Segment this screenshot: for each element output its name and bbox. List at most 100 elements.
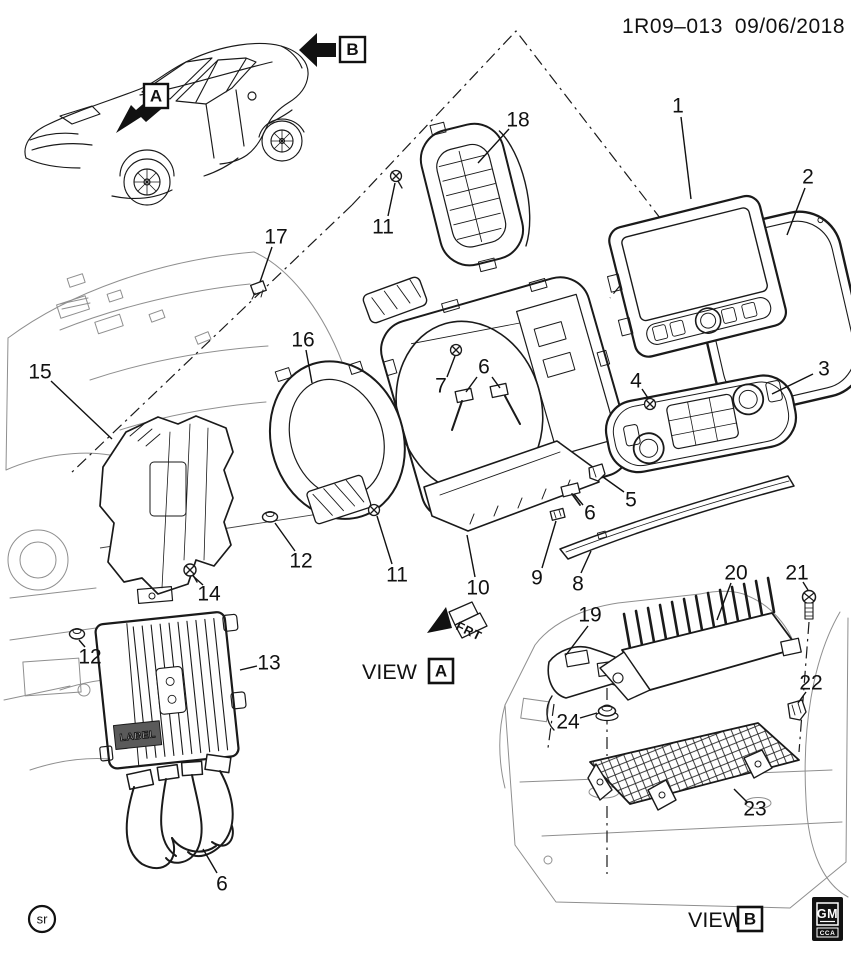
leader-line-6 [202,848,218,874]
gm-logo-subtext: CCA [820,930,836,937]
view-b-box [736,905,764,933]
callout-18: 18 [506,109,529,132]
view-b-letter: B [744,910,756,929]
leader-line-23 [733,788,748,803]
callout-23: 23 [743,798,766,821]
leader-line-3 [771,373,814,395]
marker-b-box [338,35,367,64]
author-initials: sr [37,912,49,927]
author-mark: sr [27,904,57,934]
callout-8: 8 [572,573,584,596]
leader-line-11 [387,182,396,217]
callout-9: 9 [531,567,543,590]
leader-line-18 [477,128,510,164]
callout-13: 13 [257,652,280,675]
view-a-text: VIEW [362,660,418,684]
part-11-screw-top [389,169,403,189]
marker-a-letter: A [150,87,162,106]
leader-line-6 [573,493,584,506]
part-11-screw-mid [367,503,381,517]
part-12-nut-b [68,628,86,640]
view-b-label: VIEW B [688,905,764,933]
leader-line-2 [786,187,806,236]
leader-line-1 [680,116,692,200]
callout-24: 24 [556,711,580,734]
leader-line-9 [541,520,557,569]
leader-line-12 [274,522,296,552]
leader-line-10 [466,534,476,578]
callout-11: 11 [372,216,394,239]
leader-line-19 [565,625,589,656]
leader-line-14 [192,575,204,586]
view-b-text: VIEW [688,908,744,932]
leader-line-24 [579,712,598,719]
leader-line-16 [305,349,313,384]
callout-6: 6 [584,502,596,525]
direction-marker-b: B [299,33,367,67]
callout-16: 16 [291,329,314,352]
callout-2: 2 [802,166,814,189]
instrument-panel-sketch [3,251,367,771]
callout-4: 4 [630,370,642,393]
part-13-amplifier-module: LABEL [94,611,247,770]
callout-3: 3 [818,358,830,381]
callout-12: 12 [78,646,101,669]
view-a-letter: A [435,662,447,681]
frt-arrow: FRT [427,601,488,644]
part-10-lower-bracket [423,440,600,532]
part-18-vent [419,121,531,273]
car-illustration [24,42,309,206]
callout-22: 22 [799,672,822,695]
part-24-nut [595,704,619,722]
module-label-sticker: LABEL [112,720,163,750]
callout-14: 14 [197,583,221,606]
callout-10: 10 [466,577,489,600]
part-20-amplifier [599,576,802,701]
leader-line-13 [239,665,258,671]
leader-line-4 [641,388,649,399]
callout-17: 17 [264,226,287,249]
gm-logo-text: GM [817,907,838,921]
part-6-harness-bottom [125,753,234,870]
part-9-clip [549,507,566,521]
view-a-label: VIEW A [362,657,455,685]
arrow-b-icon [299,33,336,67]
leader-line-11 [376,515,393,565]
part-7-screw [449,343,463,357]
part-17-clip [250,280,267,300]
callout-21: 21 [785,562,808,585]
leader-line-6 [465,376,478,393]
leader-line-7 [446,355,456,378]
callout-5: 5 [625,489,637,512]
leader-line-6 [491,376,501,389]
callout-1: 1 [672,95,684,118]
part-12-nut-a [261,511,279,523]
callout-6: 6 [478,356,490,379]
leader-line-21 [802,581,809,591]
leader-line-22 [797,691,807,704]
frt-arrowhead-icon [427,607,452,633]
leader-line-5 [602,476,625,493]
part-4-screw [643,397,657,411]
leader-line-20 [716,582,732,621]
callout-19: 19 [578,604,601,627]
leader-line-12 [78,639,86,648]
leader-line-17 [259,246,273,283]
part-15-bracket [99,415,234,605]
leader-line-8 [580,550,592,574]
part-16-center-bezel [268,360,406,525]
part-21-bolt [801,589,817,620]
gm-logo: GM CCA [812,897,843,941]
defroster-vent [362,276,428,324]
marker-a-box [142,82,170,110]
leader-line-15 [50,380,113,440]
module-label-text: LABEL [119,729,156,744]
marker-b-letter: B [346,40,358,59]
part-6-connector-right [560,482,581,506]
part-5-clip [588,463,606,482]
part-22-clip [787,699,807,721]
callout-12: 12 [289,550,312,573]
part-6-connectors-center [451,382,521,431]
